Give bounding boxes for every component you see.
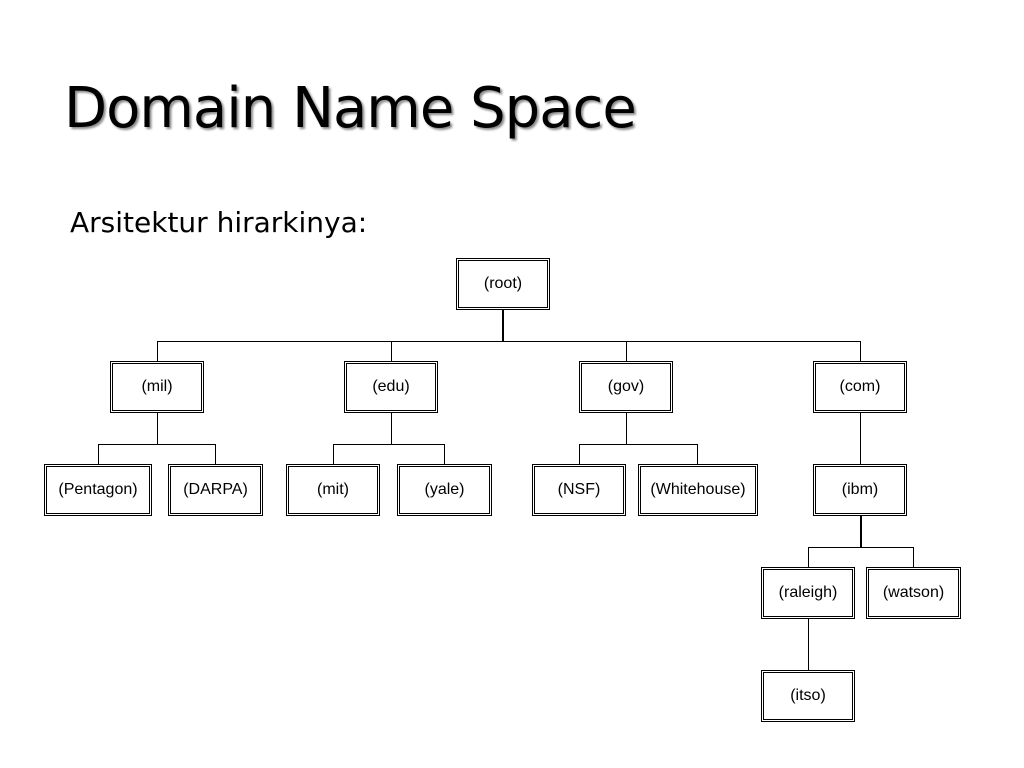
- connector: [808, 618, 809, 670]
- connector: [860, 412, 861, 464]
- node-watson: (watson): [866, 567, 961, 619]
- connector: [157, 341, 158, 361]
- node-darpa: (DARPA): [168, 464, 263, 516]
- connector: [157, 412, 158, 445]
- node-nsf: (NSF): [532, 464, 626, 516]
- slide-title: Domain Name Space: [64, 76, 637, 141]
- connector: [808, 547, 809, 567]
- connector: [626, 341, 627, 361]
- connector: [98, 444, 216, 445]
- connector: [215, 444, 216, 464]
- connector: [860, 515, 862, 548]
- connector: [579, 444, 580, 464]
- connector: [808, 547, 914, 548]
- connector: [333, 444, 445, 445]
- connector: [391, 412, 392, 445]
- node-com: (com): [813, 361, 907, 413]
- node-yale: (yale): [397, 464, 492, 516]
- connector: [444, 444, 445, 464]
- connector: [157, 341, 861, 342]
- node-gov: (gov): [579, 361, 673, 413]
- node-mil: (mil): [110, 361, 204, 413]
- connector: [697, 444, 698, 464]
- node-ibm: (ibm): [813, 464, 907, 516]
- connector: [333, 444, 334, 464]
- slide-subtitle: Arsitektur hirarkinya:: [70, 206, 368, 239]
- connector: [579, 444, 698, 445]
- node-raleigh: (raleigh): [761, 567, 855, 619]
- node-mit: (mit): [286, 464, 380, 516]
- node-edu: (edu): [344, 361, 438, 413]
- connector: [860, 341, 861, 361]
- node-root: (root): [456, 258, 550, 310]
- connector: [98, 444, 99, 464]
- node-itso: (itso): [761, 670, 855, 722]
- connector: [391, 341, 392, 361]
- connector: [626, 412, 627, 445]
- connector: [502, 310, 504, 342]
- connector: [913, 547, 914, 567]
- node-pentagon: (Pentagon): [44, 464, 152, 516]
- node-whitehouse: (Whitehouse): [638, 464, 758, 516]
